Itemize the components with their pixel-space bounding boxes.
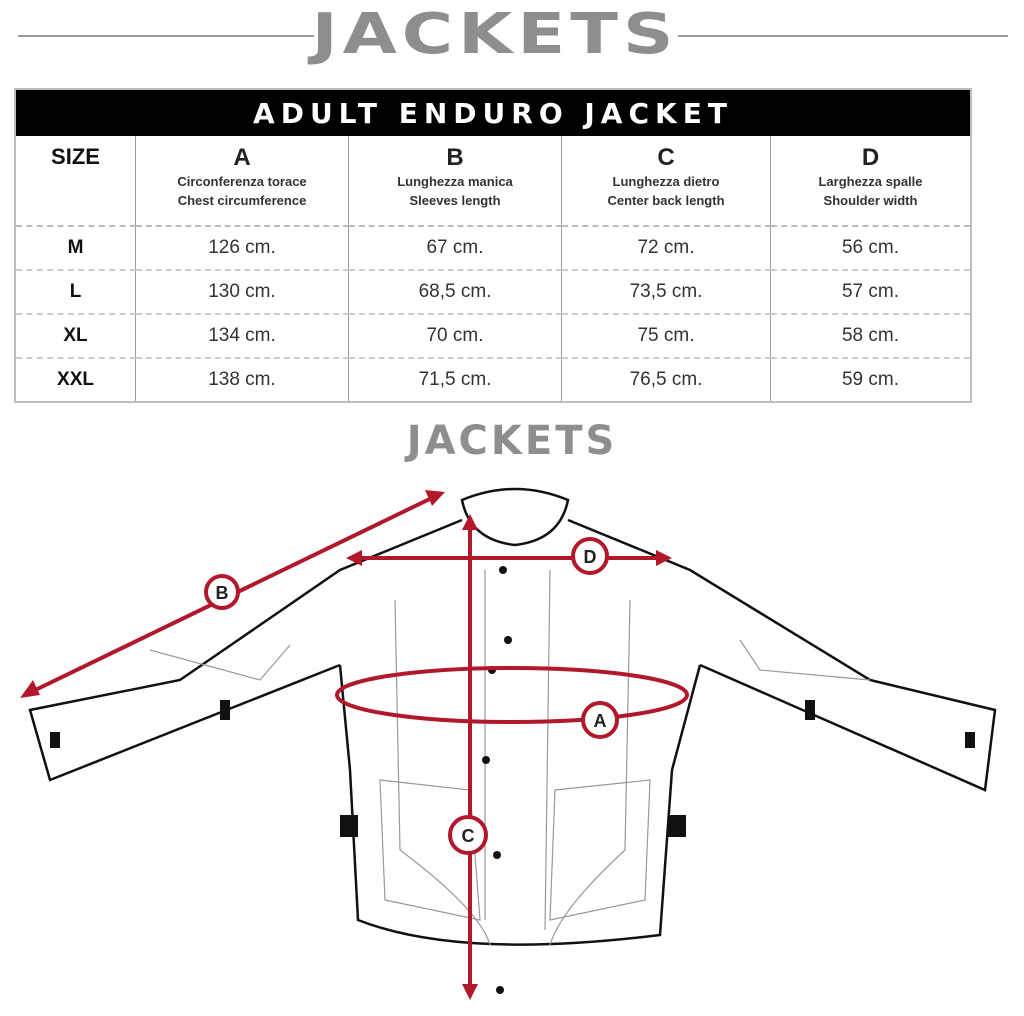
marker-b: B [204,574,240,610]
table-row: XL 134 cm. 70 cm. 75 cm. 58 cm. [15,314,971,359]
size-cell: M [15,226,136,271]
value-cell: 56 cm. [770,226,971,271]
jacket-diagram: B D A C [20,487,997,1000]
page-title: JACKETS [311,2,679,67]
value-cell: 134 cm. [135,314,349,359]
marker-c-label: C [462,826,475,846]
column-label-it: Larghezza spalle [818,174,923,189]
size-cell: XXL [57,369,94,390]
diagram-title: JACKETS [406,418,618,464]
value-cell: 76,5 cm. [561,358,771,402]
jacket-outline [28,487,997,946]
divider-right [678,35,1008,37]
column-letter: B [446,144,464,171]
column-label-it: Circonferenza torace [177,174,307,189]
marker-a-label: A [594,711,607,731]
value-cell: 72 cm. [561,226,771,271]
chest-circumference-ellipse [335,666,689,724]
table-row: M 126 cm. 67 cm. 72 cm. 56 cm. [15,226,971,271]
divider-left [18,35,314,37]
table-row: L 130 cm. 68,5 cm. 73,5 cm. 57 cm. [15,270,971,315]
size-chart-table: ADULT ENDURO JACKET SIZE A Circonferenza … [14,88,972,403]
column-label-en: Center back length [607,193,725,208]
marker-d: D [571,537,609,575]
jacket-details [149,569,871,946]
size-label: SIZE [51,144,100,169]
value-cell: 73,5 cm. [561,270,771,315]
value-cell: 58 cm. [770,314,971,359]
column-letter: A [233,144,251,171]
table-row: XXL 138 cm. 71,5 cm. 76,5 cm. 59 cm. [15,358,971,402]
size-cell: XL [15,314,136,359]
jacket-buttons [50,566,975,994]
table-caption: ADULT ENDURO JACKET [15,89,971,136]
column-label-en: Sleeves length [409,193,501,208]
column-label-it: Lunghezza manica [397,174,513,189]
column-label-en: Shoulder width [823,193,918,208]
marker-a: A [581,701,619,739]
value-cell: 130 cm. [135,270,349,315]
value-cell: 57 cm. [770,270,971,315]
value-cell: 75 cm. [561,314,771,359]
size-header: SIZE [15,136,136,227]
value-cell: 59 cm. [770,358,971,402]
page-header: JACKETS [0,2,1024,67]
value-cell: 67 cm. [348,226,562,271]
size-cell: L [15,270,136,315]
marker-b-label: B [216,583,229,603]
column-label-en: Chest circumference [177,193,307,208]
value-cell: 138 cm. [135,358,349,402]
column-letter: D [861,144,880,171]
arrowheads [20,490,672,1000]
marker-d-label: D [584,547,597,567]
column-label-it: Lunghezza dietro [612,174,720,189]
value-cell: 68,5 cm. [348,270,562,315]
value-cell: 126 cm. [135,226,349,271]
value-cell: 70 cm. [348,314,562,359]
column-letter: C [657,144,675,171]
value-cell: 71,5 cm. [348,358,562,402]
marker-c: C [448,815,488,855]
